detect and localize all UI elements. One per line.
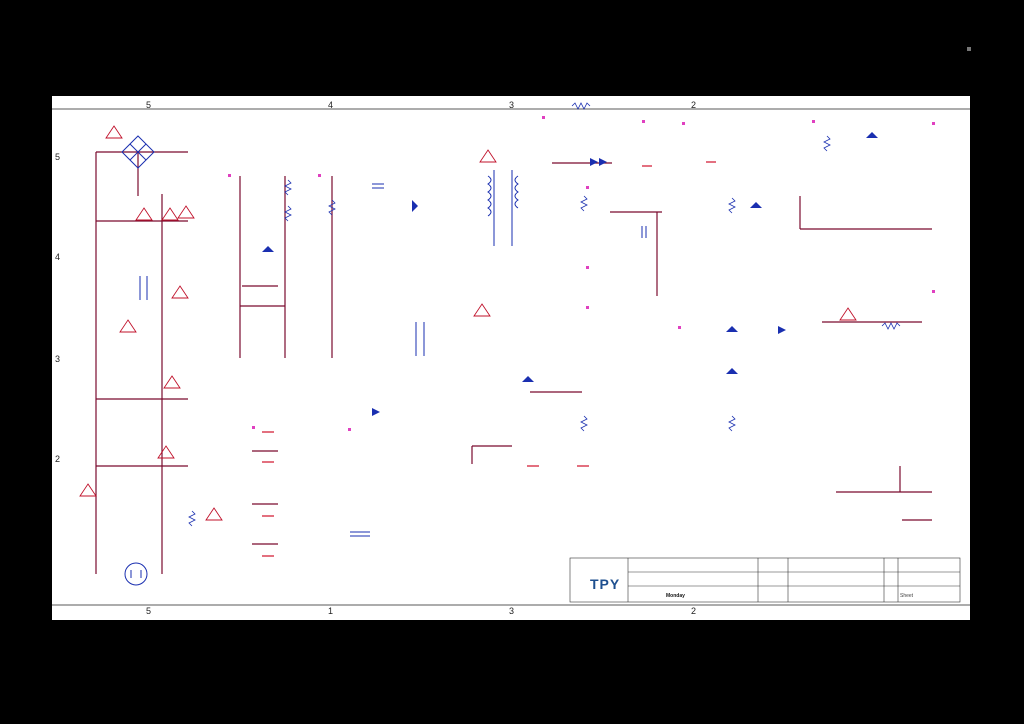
title-block-sheet-label: Sheet <box>900 593 914 599</box>
net-markers <box>228 116 935 431</box>
title-block-date: Monday <box>666 593 685 599</box>
zone-top-2: 2 <box>691 100 697 110</box>
zone-top-3: 3 <box>509 100 515 110</box>
schematic-sheet: 5 4 3 2 5 1 3 2 5 4 3 2 <box>52 96 970 620</box>
zone-bottom-3: 3 <box>509 606 515 616</box>
warning-triangle-icon <box>79 125 857 521</box>
bridge-rectifier-icon <box>121 135 155 169</box>
zone-left-4: 4 <box>55 252 61 262</box>
zone-bottom-5: 5 <box>146 606 152 616</box>
transformer-icon <box>139 170 519 356</box>
diode-icon <box>262 132 878 416</box>
viewer-indicator <box>967 47 971 51</box>
zone-left-5: 5 <box>55 152 61 162</box>
zone-top-4: 4 <box>328 100 334 110</box>
wires-left <box>95 151 333 574</box>
zone-left-2: 2 <box>55 454 61 464</box>
tpy-logo: TPY <box>590 576 621 592</box>
resistor-icon <box>188 102 901 527</box>
zone-left-3: 3 <box>55 354 61 364</box>
zone-bottom-2: 2 <box>691 606 697 616</box>
frame <box>52 108 970 606</box>
zone-top-5: 5 <box>146 100 152 110</box>
ground-icon <box>262 161 716 557</box>
wires-middle <box>471 162 932 521</box>
capacitor-icon <box>350 183 647 537</box>
schematic-drawing <box>52 102 970 606</box>
connector-icon <box>124 562 148 586</box>
zone-bottom-1: 1 <box>328 606 334 616</box>
title-block <box>569 557 961 603</box>
